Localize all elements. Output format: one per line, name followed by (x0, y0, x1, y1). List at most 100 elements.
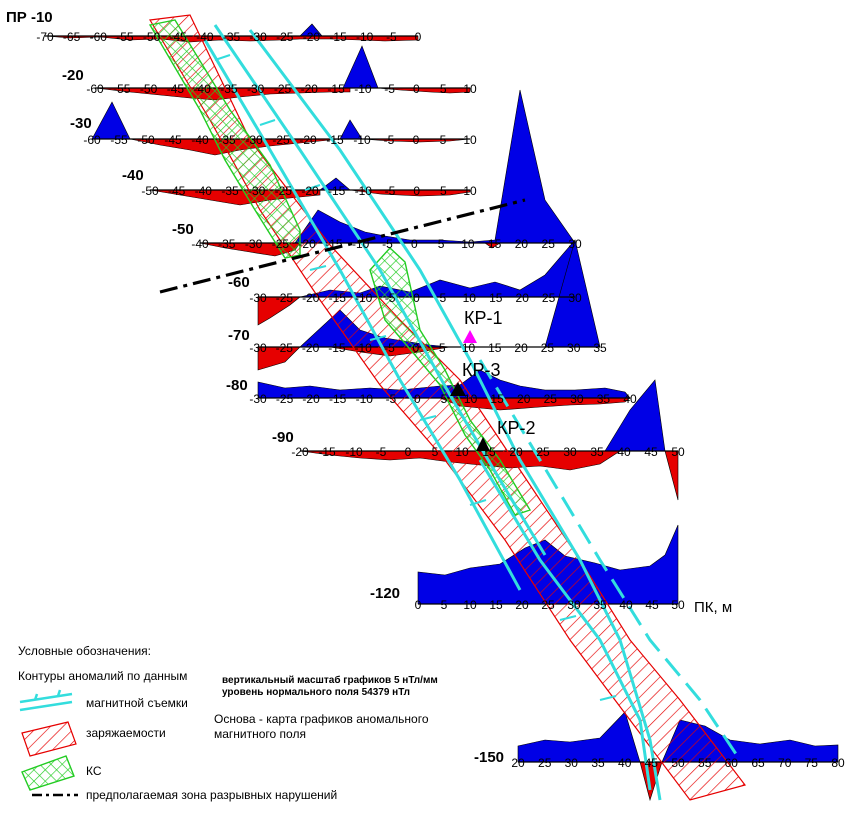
tick-label: -25 (276, 291, 294, 305)
tick-label: -45 (168, 184, 186, 198)
tick-label: -15 (328, 341, 346, 355)
legend-chargeability-icon (21, 721, 77, 757)
tick-label: 15 (489, 598, 503, 612)
tick-label: 10 (463, 133, 477, 147)
tick-label: 5 (440, 133, 447, 147)
tick-label: 5 (440, 291, 447, 305)
tick-label: 10 (463, 291, 477, 305)
tick-label: -60 (86, 82, 104, 96)
tick-label: 20 (516, 291, 530, 305)
tick-label: 40 (617, 445, 631, 459)
profile-label: -80 (226, 377, 248, 394)
profile-label: -30 (70, 115, 92, 132)
tick-label: 5 (441, 392, 448, 406)
profile-label: -40 (122, 167, 144, 184)
tick-label: -15 (327, 82, 345, 96)
tick-label: 45 (645, 598, 659, 612)
tick-label: -20 (302, 392, 320, 406)
tick-label: 35 (590, 445, 604, 459)
tick-label: 10 (463, 184, 477, 198)
tick-label: -5 (385, 184, 396, 198)
tick-label: -55 (113, 82, 131, 96)
tick-label: -5 (386, 392, 397, 406)
tick-label: 10 (464, 392, 478, 406)
tick-label: 0 (405, 445, 412, 459)
tick-label: 40 (618, 756, 632, 770)
magnetic-contour-right (248, 29, 662, 801)
profile-label: -50 (172, 221, 194, 238)
tick-label: 0 (415, 598, 422, 612)
tick-label: -30 (249, 341, 267, 355)
tick-label: -30 (248, 184, 266, 198)
tick-label: -25 (275, 184, 293, 198)
tick-label: -15 (326, 133, 344, 147)
tick-label: 45 (645, 756, 659, 770)
tick-label: -25 (272, 237, 290, 251)
magnetic-contour-dashed (478, 359, 742, 761)
tick-label: -15 (318, 445, 336, 459)
ks-anomaly-zone-middle (369, 247, 532, 516)
tick-label: 30 (563, 445, 577, 459)
tick-label: 30 (568, 291, 582, 305)
tick-label: -20 (299, 133, 317, 147)
kr-markers: КР-1 КР-3 КР-2 (450, 308, 536, 451)
tick-label: -50 (137, 133, 155, 147)
tick-label: -5 (382, 237, 393, 251)
tick-label: -25 (272, 133, 290, 147)
profile-labels: ПР -10 -20 -30 -40 -50 -60 -70 -80 -90 -… (6, 9, 504, 766)
tick-label: -55 (116, 30, 134, 44)
tick-label: 30 (567, 341, 581, 355)
tick-label: 0 (411, 237, 418, 251)
tick-label: -30 (249, 392, 267, 406)
tick-label: 10 (462, 341, 476, 355)
tick-label: -15 (329, 291, 347, 305)
tick-label: -5 (384, 133, 395, 147)
tick-label: -35 (223, 30, 241, 44)
tick-label: 25 (544, 392, 558, 406)
tick-label: 30 (567, 598, 581, 612)
tick-label: 25 (542, 291, 556, 305)
tick-label: 40 (623, 392, 637, 406)
tick-label: 0 (412, 341, 419, 355)
tick-label: 10 (463, 82, 477, 96)
profile-graph-30 (91, 101, 471, 156)
ks-anomaly-zone-upper (148, 19, 301, 259)
tick-label: 50 (671, 445, 685, 459)
kr-marker-label: КР-1 (464, 308, 503, 328)
tick-label: 20 (517, 392, 531, 406)
tick-label: 35 (593, 598, 607, 612)
tick-label: -20 (301, 82, 319, 96)
tick-label: -20 (302, 341, 320, 355)
tick-label: -15 (329, 30, 347, 44)
tick-label: -30 (245, 133, 263, 147)
basis-note: Основа - карта графиков аномального (214, 712, 429, 726)
pk-axis-label: ПК, м (694, 599, 732, 616)
kr1-marker-icon (463, 330, 477, 343)
chargeability-anomaly-zone (149, 14, 747, 801)
tick-label: -65 (63, 30, 81, 44)
fault-zone-line (159, 198, 526, 294)
tick-label: 0 (413, 82, 420, 96)
tick-label: 0 (415, 30, 422, 44)
tick-label: -35 (218, 133, 236, 147)
legend-subtitle: Контуры аномалий по данным (18, 669, 187, 683)
tick-label: -50 (141, 184, 159, 198)
tick-label: -40 (196, 30, 214, 44)
tick-label: 40 (619, 598, 633, 612)
tick-label: 35 (593, 341, 607, 355)
tick-label: -30 (249, 30, 267, 44)
tick-label: -10 (352, 237, 370, 251)
tick-label: 20 (515, 598, 529, 612)
magnetic-contour-ticks (214, 54, 617, 701)
profile-label: -150 (474, 749, 504, 766)
tick-label: -45 (164, 133, 182, 147)
scale-note: вертикальный масштаб графиков 5 нТл/мм (222, 674, 438, 686)
tick-label: -10 (356, 30, 374, 44)
tick-label: 30 (565, 756, 579, 770)
tick-label: -60 (90, 30, 108, 44)
tick-label: -10 (356, 392, 374, 406)
tick-label: 20 (511, 756, 525, 770)
tick-label: -50 (143, 30, 161, 44)
tick-label: -5 (386, 30, 397, 44)
